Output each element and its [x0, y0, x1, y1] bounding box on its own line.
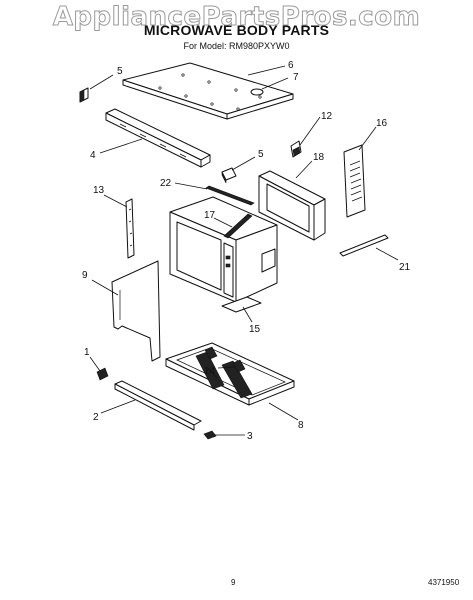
part-22-strip — [205, 185, 255, 206]
part-12-latch-bracket — [290, 140, 302, 158]
part-21-rod — [339, 234, 389, 257]
part-7-grommet — [250, 88, 264, 96]
callout-21: 21 — [399, 262, 411, 273]
part-2-bar — [114, 380, 202, 431]
part-9-side-panel — [111, 260, 161, 362]
diagram-title: MICROWAVE BODY PARTS — [143, 22, 330, 38]
callout-14: 14 — [204, 366, 216, 377]
page-number: 9 — [231, 578, 236, 587]
document-number: 4371950 — [428, 578, 460, 587]
part-1-small-clip — [96, 367, 109, 381]
callout-15: 15 — [249, 324, 261, 335]
callout-5-upper: 5 — [117, 66, 123, 77]
callout-5-lower: 5 — [258, 149, 264, 160]
callout-18: 18 — [313, 152, 325, 163]
callout-17: 17 — [204, 210, 216, 221]
callout-22: 22 — [160, 178, 172, 189]
part-5-clip-upper — [79, 87, 89, 103]
part-13-vertical-bracket — [125, 198, 135, 259]
part-8-base-frame — [165, 342, 295, 406]
part-5-clip-lower — [221, 167, 237, 184]
site-watermark: AppliancePartsPros.com — [52, 2, 421, 33]
callout-6: 6 — [288, 60, 294, 71]
callout-2: 2 — [93, 412, 99, 423]
callout-13: 13 — [93, 185, 105, 196]
part-3-foot — [203, 430, 217, 440]
part-18-frame — [258, 170, 326, 241]
callout-3: 3 — [247, 431, 253, 442]
microwave-body — [169, 196, 278, 313]
callout-1: 1 — [84, 347, 90, 358]
part-6-top-cover — [122, 62, 294, 120]
callout-12: 12 — [321, 111, 333, 122]
callout-numbers: 5 6 7 4 5 12 16 18 22 13 17 21 9 15 1 14… — [82, 60, 411, 442]
part-16-vent-panel — [343, 144, 366, 218]
callout-8: 8 — [298, 420, 304, 431]
callout-9: 9 — [82, 270, 88, 281]
part-4-rail — [105, 108, 211, 168]
model-subtitle: For Model: RM980PXYW0 — [183, 41, 290, 51]
callout-4: 4 — [90, 150, 96, 161]
callout-leaders — [89, 65, 399, 436]
callout-16: 16 — [376, 118, 388, 129]
callout-7: 7 — [293, 72, 299, 83]
